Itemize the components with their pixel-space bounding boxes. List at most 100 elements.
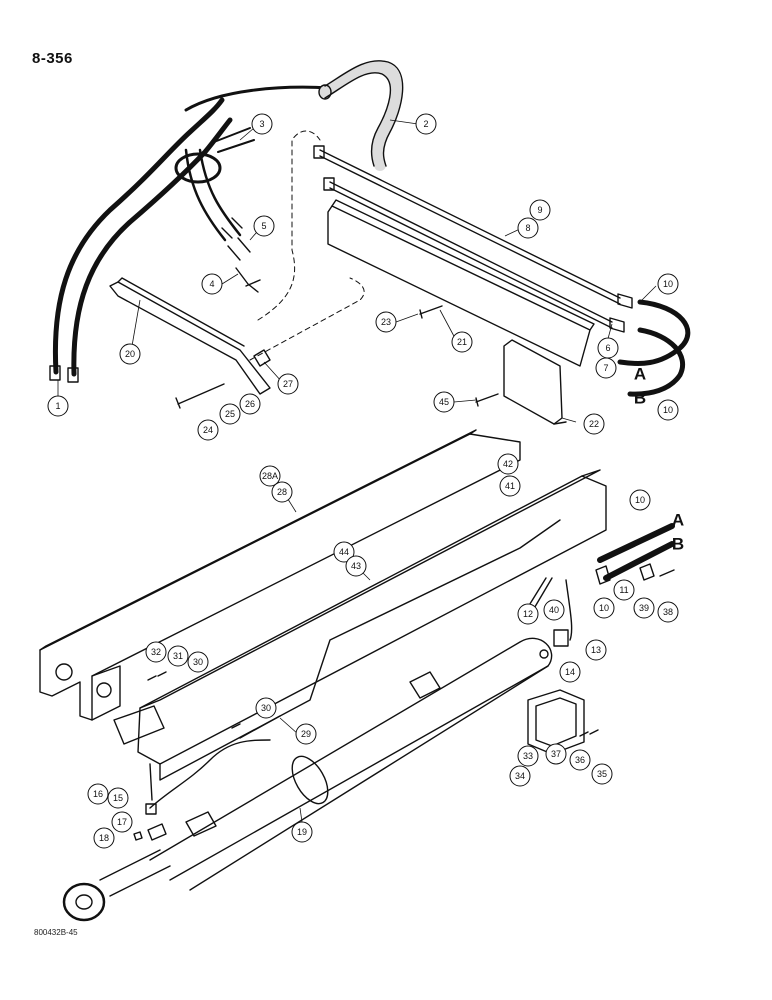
callout-43: 43	[351, 561, 361, 571]
cylinder-rod	[99, 849, 171, 897]
line-label-b-upper: B	[634, 389, 646, 408]
cylinder-eye-hole	[75, 894, 93, 910]
callout-13: 13	[591, 645, 601, 655]
bolt-38	[659, 569, 675, 577]
callout-45: 45	[439, 397, 449, 407]
screw-23	[419, 305, 443, 319]
callout-33: 33	[523, 751, 533, 761]
callout-7: 7	[603, 363, 608, 373]
leader-20	[131, 299, 141, 347]
callout-24: 24	[203, 425, 213, 435]
hose-10-b	[627, 327, 686, 397]
bracket-20	[109, 281, 271, 395]
clip-39	[639, 563, 655, 581]
figure-reference-code: 800432B-45	[34, 928, 78, 937]
bracket-33	[527, 689, 585, 755]
leader-22	[561, 417, 577, 423]
callout-34: 34	[515, 771, 525, 781]
channel-hole-2	[96, 682, 112, 698]
page-number: 8-356	[32, 50, 73, 67]
callout-37: 37	[551, 749, 561, 759]
tube-8	[319, 149, 621, 299]
bolt-24	[175, 383, 225, 409]
small-hose-3	[213, 127, 255, 153]
cylinder-lug-2	[185, 811, 217, 837]
callout-9: 9	[537, 205, 542, 215]
callout-39: 39	[639, 603, 649, 613]
cylinder-collar	[291, 755, 329, 805]
callout-22: 22	[589, 419, 599, 429]
fitting-13	[553, 629, 569, 647]
callout-30: 30	[193, 657, 203, 667]
bracket-33-inner	[535, 697, 577, 747]
bolt-29	[239, 715, 281, 739]
callout-28a: 28A	[262, 471, 278, 481]
hose-10-lower-a	[597, 523, 675, 563]
line-label-a-lower: A	[672, 511, 684, 530]
leader-45	[453, 399, 477, 403]
o-ring-14	[539, 649, 549, 659]
callout-10-d: 10	[599, 603, 609, 613]
plate-21	[327, 205, 591, 367]
callout-10: 10	[663, 279, 673, 289]
callout-28: 28	[277, 487, 287, 497]
elbow-11	[565, 579, 573, 641]
callout-10-b: 10	[663, 405, 673, 415]
callout-8: 8	[525, 223, 530, 233]
callout-30-b: 30	[261, 703, 271, 713]
leader-4	[221, 273, 239, 285]
callout-11: 11	[619, 585, 628, 595]
bracket-20-lip	[117, 277, 245, 347]
callout-18: 18	[99, 833, 109, 843]
fitting-5	[221, 217, 251, 261]
callout-35: 35	[597, 769, 607, 779]
callout-10-c: 10	[635, 495, 645, 505]
callout-4: 4	[209, 279, 214, 289]
breather-hose-end	[318, 84, 332, 100]
channel-28-flange	[39, 429, 477, 721]
inner-boom-43-lower	[149, 519, 561, 801]
hose-10-lower-b	[603, 541, 675, 581]
screw-45	[475, 393, 499, 407]
callout-38: 38	[663, 607, 673, 617]
dashed-routing-path	[249, 130, 365, 361]
callout-1: 1	[55, 401, 60, 411]
spacer-27	[253, 349, 271, 367]
hose-loop-lines	[184, 148, 242, 242]
washer-stack-30-32	[147, 671, 241, 729]
inner-boom-43-top	[139, 469, 601, 709]
callout-25: 25	[225, 409, 235, 419]
callout-17: 17	[117, 817, 127, 827]
hose-end-fitting-right	[67, 367, 79, 383]
leader-10	[639, 285, 657, 303]
fitting-40	[595, 565, 611, 585]
cylinder-barrel-bottom	[169, 665, 549, 881]
callout-3: 3	[259, 119, 264, 129]
callout-16: 16	[93, 789, 103, 799]
hose-1-outer	[52, 97, 225, 375]
hose-10-a	[617, 299, 691, 366]
callout-19: 19	[297, 827, 307, 837]
boom-end-block	[113, 705, 165, 745]
tube-9	[329, 181, 613, 323]
fitting-4-bracket	[235, 267, 261, 293]
callout-26: 26	[245, 399, 255, 409]
hose-1-inner	[71, 117, 233, 377]
leader-23	[395, 313, 419, 323]
callout-41: 41	[505, 481, 515, 491]
breather-hose-2-outline	[324, 60, 404, 167]
callout-12: 12	[523, 609, 533, 619]
callout-32: 32	[151, 647, 161, 657]
hose-end-fitting-left	[49, 365, 61, 381]
tube-fitting-right	[609, 293, 633, 333]
nut-35-37	[579, 729, 599, 737]
callout-2: 2	[423, 119, 428, 129]
channel-hole	[55, 663, 73, 681]
leader-29	[279, 717, 299, 735]
hose-clamp	[174, 152, 222, 184]
callout-29: 29	[301, 729, 311, 739]
leader-21	[439, 309, 457, 341]
leader-19	[299, 807, 303, 823]
breather-hose-2	[319, 60, 403, 171]
callout-21: 21	[457, 337, 467, 347]
